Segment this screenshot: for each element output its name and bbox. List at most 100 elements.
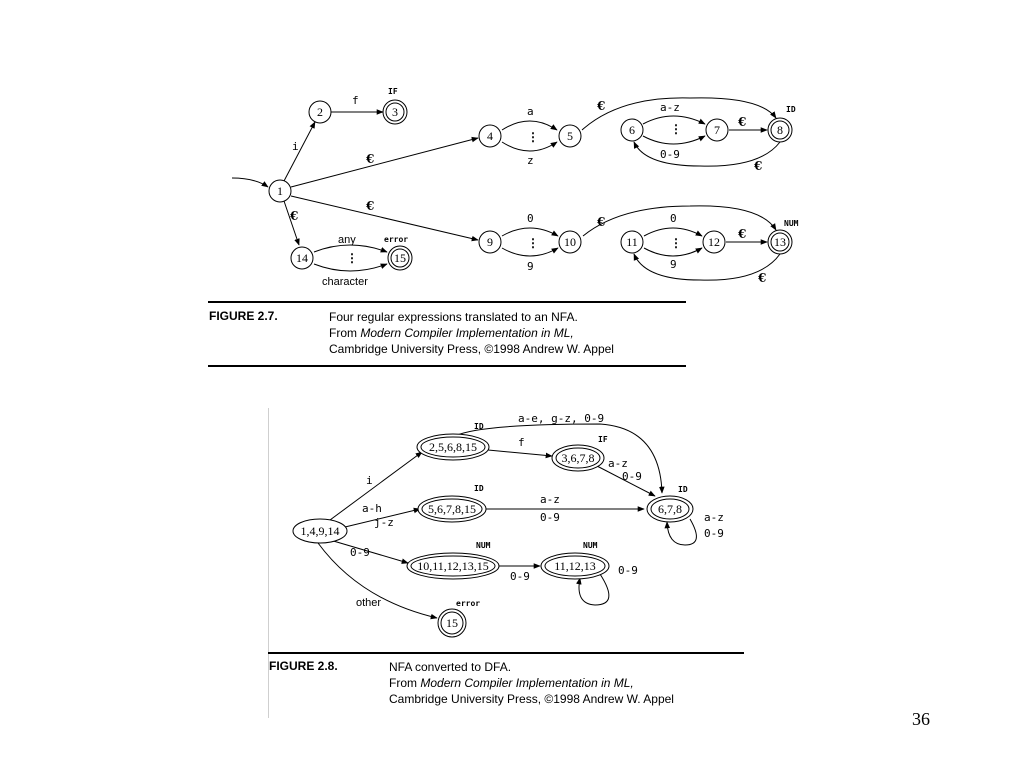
dfa-edge-678-self (664, 518, 697, 546)
nfa-state-3: 3 (382, 99, 408, 125)
nfa-state-8: 8 (767, 117, 793, 143)
dfa-label-other: other (356, 597, 381, 609)
dfa-tag-num-2: NUM (583, 541, 598, 550)
nfa-edge-14-15a (313, 244, 388, 253)
nfa-label-i: i (292, 140, 299, 153)
nfa-label-eps-13-11: € (757, 271, 766, 285)
dfa-tag-id-3: ID (678, 485, 688, 494)
dfa-label-az-3: a-z (608, 457, 628, 470)
nfa-edge-6-7b (642, 135, 706, 145)
dfa-label-09-10: 0-9 (350, 546, 370, 559)
nfa-label-0b: 0 (670, 212, 677, 225)
nfa-edge-5-8 (581, 97, 777, 131)
nfa-edge-1-4 (290, 136, 479, 188)
dfa-label-jz: j-z (374, 516, 394, 529)
nfa-state-2: 2 (308, 100, 332, 124)
dfa-label-f: f (518, 436, 525, 449)
nfa-tag-error: error (384, 235, 408, 244)
fig2-caption-book: Modern Compiler Implementation in ML, (420, 676, 634, 690)
nfa-edge-1-14 (283, 200, 300, 246)
nfa-label-eps-12-13: € (737, 227, 746, 241)
dfa-state-label: 1,4,9,14 (301, 524, 340, 538)
dfa-label-top: a-e, g-z, 0-9 (518, 412, 604, 425)
nfa-dots-6-7: ⋮ (670, 122, 682, 136)
nfa-state-label: 3 (392, 105, 398, 119)
dfa-state-label: 11,12,13 (554, 559, 596, 573)
fig2-caption-line2: From Modern Compiler Implementation in M… (389, 675, 674, 691)
dfa-label-az-678: a-z (704, 511, 724, 524)
nfa-label-eps-1-4: € (365, 152, 374, 166)
page-number: 36 (912, 709, 930, 729)
dfa-state-5-6-7-8-15: 5,6,7,8,15 (417, 495, 487, 523)
nfa-label-0: 0 (527, 212, 534, 225)
nfa-edge-start (231, 177, 269, 188)
dfa-state-label: 5,6,7,8,15 (428, 502, 476, 516)
nfa-state-4: 4 (478, 124, 502, 148)
nfa-state-label: 12 (708, 235, 720, 249)
dfa-edge-start-15 (317, 542, 438, 620)
dfa-label-ah: a-h (362, 502, 382, 515)
nfa-state-label: 9 (487, 235, 493, 249)
dfa-state-label: 15 (446, 616, 458, 630)
nfa-state-12: 12 (702, 230, 726, 254)
dfa-diagram: 1,4,9,14 2,5,6,8,15 3,6,7,8 5,6,7,8,15 6… (292, 412, 724, 638)
fig2-caption-line1: NFA converted to DFA. (389, 660, 512, 674)
fig1-caption-line2: From Modern Compiler Implementation in M… (329, 325, 614, 341)
nfa-state-label: 7 (714, 123, 720, 137)
nfa-label-eps-7-8: € (737, 115, 746, 129)
nfa-label-eps-8-6: € (753, 159, 762, 173)
fig2-rule-top (268, 652, 744, 654)
nfa-label-eps-1-14: € (289, 209, 298, 223)
dfa-tag-id-1: ID (474, 422, 484, 431)
nfa-state-7: 7 (705, 118, 729, 142)
nfa-state-label: 6 (629, 123, 635, 137)
nfa-state-label: 11 (626, 235, 638, 249)
dfa-state-label: 3,6,7,8 (562, 451, 595, 465)
nfa-label-f: f (352, 94, 359, 107)
dfa-edge-start-2 (329, 451, 423, 521)
dfa-edge-start-10 (329, 539, 409, 564)
dfa-state-10-11-12-13-15: 10,11,12,13,15 (406, 552, 500, 580)
nfa-edge-9-10a (501, 227, 559, 237)
fig1-caption-title: FIGURE 2.7. (209, 309, 278, 323)
fig2-caption: NFA converted to DFA. From Modern Compil… (389, 659, 674, 707)
dfa-label-az-5: a-z (540, 493, 560, 506)
nfa-state-10: 10 (558, 230, 582, 254)
nfa-label-az: a-z (660, 101, 680, 114)
dfa-state-15: 15 (437, 608, 467, 638)
dfa-label-09-3: 0-9 (622, 470, 642, 483)
nfa-state-11: 11 (620, 230, 644, 254)
nfa-edge-9-10b (501, 247, 559, 257)
nfa-label-z: z (527, 154, 534, 167)
nfa-edge-4-5b (501, 141, 558, 152)
fig2-caption-line3: Cambridge University Press, ©1998 Andrew… (389, 692, 674, 706)
nfa-tag-if: IF (388, 87, 398, 96)
nfa-label-eps-10-13: € (596, 215, 605, 229)
dfa-label-i: i (366, 474, 373, 487)
dfa-state-label: 10,11,12,13,15 (417, 559, 489, 573)
nfa-tag-num: NUM (784, 219, 799, 228)
nfa-state-15: 15 (387, 245, 413, 271)
nfa-dots-4-5: ⋮ (527, 130, 539, 144)
nfa-label-9b: 9 (670, 258, 677, 271)
fig2-left-border (268, 408, 269, 718)
fig1-caption: Four regular expressions translated to a… (329, 309, 614, 357)
dfa-tag-id-2: ID (474, 484, 484, 493)
nfa-label-character: character (322, 276, 368, 288)
nfa-label-any: any (338, 234, 356, 246)
nfa-label-9: 9 (527, 260, 534, 273)
dfa-state-label: 2,5,6,8,15 (429, 440, 477, 454)
dfa-state-2-5-6-8-15: 2,5,6,8,15 (416, 433, 490, 461)
dfa-edge-2-3 (487, 449, 553, 459)
dfa-state-6-7-8: 6,7,8 (646, 495, 694, 523)
nfa-label-eps-1-9: € (365, 199, 374, 213)
fig1-rule-bottom (208, 365, 686, 367)
nfa-state-1: 1 (268, 179, 292, 203)
nfa-state-label: 10 (564, 235, 576, 249)
nfa-edge-11-12a (643, 227, 703, 237)
nfa-state-label: 2 (317, 105, 323, 119)
dfa-edge-11-self (576, 573, 610, 606)
nfa-state-label: 8 (777, 123, 783, 137)
nfa-label-eps-5-8: € (596, 99, 605, 113)
fig1-rule-top (208, 301, 686, 303)
